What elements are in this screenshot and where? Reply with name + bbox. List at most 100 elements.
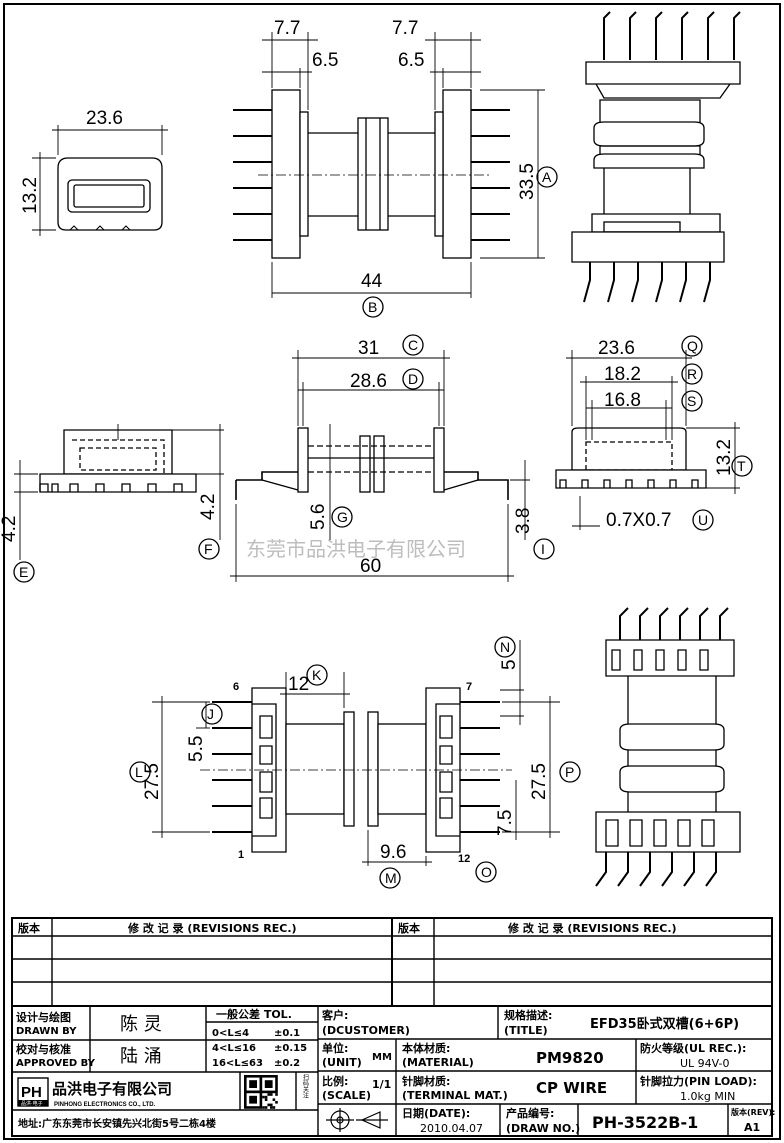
drawno-label: 产品编号:: [506, 1106, 554, 1120]
unit-value: MM: [372, 1052, 392, 1063]
callout-r: R: [687, 366, 697, 382]
callout-k: K: [312, 667, 322, 683]
scale-label-en: (SCALE): [322, 1089, 371, 1102]
side-view-right: [555, 335, 753, 531]
tol-value-3: ±0.2: [274, 1058, 300, 1069]
callout-a: A: [542, 169, 552, 185]
terminal-value: CP WIRE: [536, 1079, 607, 1097]
watermark: 东莞市品洪电子有限公司: [246, 538, 466, 561]
tol-value-1: ±0.1: [274, 1028, 300, 1039]
dim-18-2: 18.2: [604, 364, 641, 385]
dim-5-6: 5.6: [308, 504, 329, 530]
drawno-value: PH-3522B-1: [592, 1113, 698, 1132]
dim-33-5: 33.5: [517, 163, 538, 200]
tol-range-3: 16<L≤63: [212, 1058, 263, 1069]
bottom-view: [129, 636, 581, 889]
dim-31: 31: [358, 338, 379, 359]
callout-o: O: [481, 864, 492, 880]
title-block: [11, 1005, 773, 1137]
company-logo-band: [18, 1100, 48, 1106]
title-label-en: (TITLE): [504, 1024, 548, 1037]
dim-44: 44: [361, 271, 383, 292]
dim-6-5-right: 6.5: [398, 50, 424, 71]
company-address: 地址:广东东莞市长安镇先兴北街5号二栋4楼: [18, 1117, 216, 1130]
callout-c: C: [408, 337, 418, 353]
dim-5-5: 5.5: [186, 736, 207, 762]
company-name-en: PINHONG ELECTRONICS CO., LTD.: [54, 1102, 156, 1108]
dim-23-6-end: 23.6: [86, 108, 123, 129]
title-value: EFD35卧式双槽(6+6P): [590, 1016, 739, 1032]
callout-l: L: [135, 764, 143, 780]
unit-label-en: (UNIT): [322, 1056, 362, 1069]
sheet-border: [3, 3, 781, 1140]
callout-t: T: [737, 458, 746, 474]
ul-value: UL 94V-0: [680, 1057, 730, 1070]
drawno-label-en: (DRAW NO.): [506, 1122, 580, 1135]
scale-value: 1/1: [372, 1078, 391, 1091]
dim-4-2-right: 4.2: [198, 494, 219, 520]
callout-u: U: [698, 512, 708, 528]
material-label: 本体材质:: [402, 1041, 450, 1055]
dim-12: 12: [288, 674, 309, 695]
callout-e: E: [19, 564, 28, 580]
callout-f: F: [204, 541, 213, 557]
callout-s: S: [687, 393, 696, 409]
dim-13-2-end: 13.2: [20, 177, 41, 214]
dim-4-2-left: 4.2: [0, 516, 20, 542]
callout-q: Q: [687, 338, 698, 354]
dim-0-7x0-7: 0.7X0.7: [606, 510, 672, 531]
material-value: PM9820: [536, 1049, 604, 1067]
checker-name: 陆 涌: [120, 1046, 162, 1067]
date-value: 2010.04.07: [420, 1122, 483, 1135]
company-name-cn: 品洪电子有限公司: [52, 1080, 172, 1098]
unit-label: 单位:: [322, 1041, 348, 1055]
rev-label: 版本(REV):: [730, 1107, 775, 1117]
dim-9-6: 9.6: [380, 842, 406, 863]
company-logo-sub: 品洪·电子: [21, 1100, 43, 1107]
rev-value: A1: [744, 1121, 760, 1134]
dim-3-8: 3.8: [513, 508, 534, 534]
rev-col-ver-right: 版本: [398, 921, 420, 935]
pin-label-7: 7: [466, 681, 472, 693]
tol-range-1: 0<L≤4: [212, 1028, 249, 1039]
callout-j: J: [207, 706, 214, 722]
ul-label: 防火等级(UL REC.):: [640, 1041, 746, 1055]
dim-16-8: 16.8: [604, 390, 641, 411]
dim-27-5-right: 27.5: [529, 763, 550, 800]
side-view-middle: [230, 334, 555, 582]
pin-label-1: 1: [238, 849, 244, 861]
callout-n: N: [500, 639, 510, 655]
customer-label: 客户:: [321, 1008, 348, 1022]
qr-caption: 扫码关注: [302, 1073, 309, 1099]
dim-28-6: 28.6: [350, 371, 387, 392]
rev-col-rec-left: 修 改 记 录 (REVISIONS REC.): [127, 921, 297, 935]
iso-view-bottom: [595, 607, 741, 887]
pinload-value: 1.0kg MIN: [680, 1090, 735, 1103]
dim-7-7-left: 7.7: [274, 18, 300, 39]
customer-label-en: (DCUSTOMER): [322, 1024, 410, 1037]
end-view: [32, 125, 168, 236]
tol-range-2: 4<L≤16: [212, 1043, 256, 1054]
terminal-label-en: (TERMINAL MAT.): [402, 1089, 508, 1102]
callout-p: P: [565, 764, 574, 780]
dim-5: 5: [499, 659, 520, 670]
tolerance-title: 一般公差 TOL.: [216, 1007, 292, 1021]
title-label: 规格描述:: [504, 1008, 552, 1022]
scale-label: 比例:: [322, 1074, 348, 1088]
pin-label-12: 12: [458, 853, 470, 865]
company-logo-text: PH: [21, 1084, 42, 1101]
dim-6-5-left: 6.5: [312, 50, 338, 71]
checker-label: 校对与核准: [16, 1042, 71, 1056]
callout-i: I: [541, 541, 545, 557]
date-label: 日期(DATE):: [402, 1106, 470, 1120]
designer-label-en: DRAWN BY: [16, 1026, 77, 1037]
qr-code: [244, 1075, 278, 1109]
pinload-label: 针脚拉力(PIN LOAD):: [640, 1074, 757, 1088]
dim-27-5-left: 27.5: [142, 763, 163, 800]
side-view-left: [13, 424, 224, 583]
callout-g: G: [337, 509, 348, 525]
dim-7-5: 7.5: [495, 810, 516, 836]
projection-symbol-icon: [326, 1108, 388, 1132]
material-label-en: (MATERIAL): [402, 1056, 474, 1069]
